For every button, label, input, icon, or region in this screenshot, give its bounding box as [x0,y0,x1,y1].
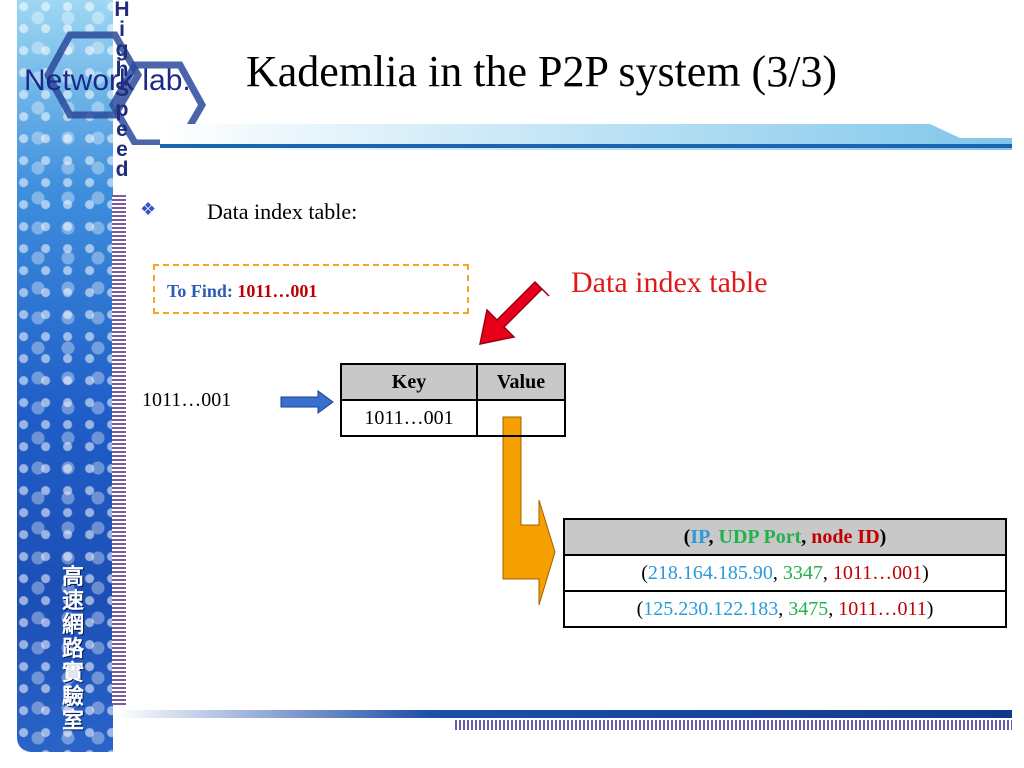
bullet-text: Data index table: [207,199,358,224]
decorative-side-band [17,0,113,752]
lab-name-vertical-text: 高速網路實驗室 [61,565,84,734]
network-lab-logo: Network lab. [24,64,191,97]
value-column-header: Value [476,363,566,401]
diamond-bullet-icon: ❖ [140,199,157,219]
title-underline-bar [160,124,1012,150]
callout-label: Data index table [571,266,768,299]
lookup-key: 1011…001 [142,389,232,411]
blue-right-arrow-icon [280,390,334,414]
key-column-header: Key [340,363,478,401]
to-find-box: To Find: 1011…001 [153,264,469,314]
to-find-value: 1011…001 [237,281,318,301]
orange-bent-arrow-icon [502,416,556,606]
node-row-1: (218.164.185.90, 3347, 1011…001) [563,554,1007,592]
table-row: 1011…001 [340,399,566,437]
decorative-stripes [112,195,126,705]
red-pointer-arrow-icon [479,280,550,345]
slide-title: Kademlia in the P2P system (3/3) [246,47,838,96]
node-table-header: (IP, UDP Port, node ID) [563,518,1007,556]
footer-decorative-bar [115,710,1012,730]
key-cell: 1011…001 [340,399,478,437]
node-info-table: (IP, UDP Port, node ID) (218.164.185.90,… [563,518,1007,628]
data-index-table: Key Value 1011…001 [340,363,566,437]
value-cell [476,399,566,437]
node-row-2: (125.230.122.183, 3475, 1011…011) [563,590,1007,628]
to-find-label: To Find: [167,281,233,301]
to-find-text: To Find: 1011…001 [167,281,317,302]
table-row: (218.164.185.90, 3347, 1011…001) [563,554,1007,592]
table-row: (125.230.122.183, 3475, 1011…011) [563,590,1007,628]
